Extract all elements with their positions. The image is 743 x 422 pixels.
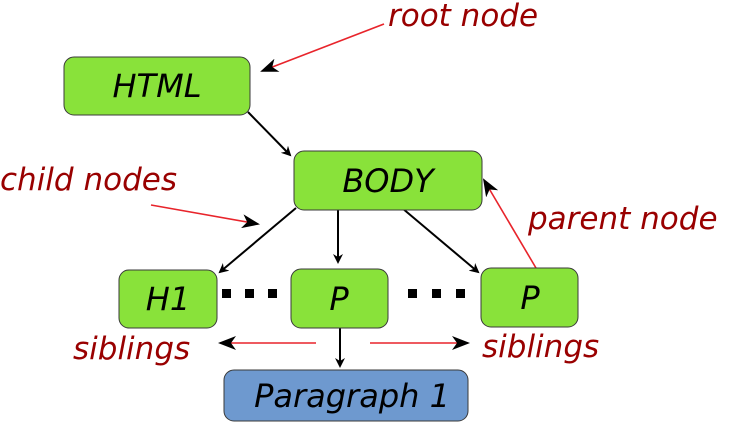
node-body: BODY (293, 150, 483, 211)
node-paragraph: Paragraph 1 (223, 369, 469, 422)
arrow-parent-node (482, 178, 537, 269)
label-child-nodes: child nodes (0, 162, 177, 198)
node-body-label: BODY (342, 162, 436, 200)
node-h1-label: H1 (146, 280, 190, 318)
sibling-dots (222, 289, 465, 298)
node-p-middle: P (290, 268, 389, 329)
dot (245, 289, 254, 298)
annotation-arrows (150, 23, 537, 350)
node-html: HTML (63, 56, 251, 116)
dot (456, 289, 465, 298)
label-root-node: root node (388, 0, 538, 34)
node-p-right-label: P (520, 279, 540, 317)
node-paragraph-label: Paragraph 1 (254, 377, 450, 415)
tree-edges (218, 111, 480, 368)
arrow-child-nodes (150, 204, 260, 229)
label-siblings-left: siblings (73, 331, 190, 367)
node-paragraph-box (223, 369, 469, 422)
edge-body-h1 (218, 207, 297, 274)
node-p-right-box (480, 267, 579, 328)
node-p-middle-label: P (329, 280, 349, 318)
node-p-middle-box (290, 268, 389, 329)
node-body-box (293, 150, 483, 211)
node-html-box (63, 56, 251, 116)
edge-body-p-right (401, 207, 480, 274)
dot (432, 289, 441, 298)
dot (408, 289, 417, 298)
node-h1-box (118, 269, 218, 329)
node-html-label: HTML (112, 67, 201, 105)
edge-html-body (247, 111, 292, 157)
dot (268, 289, 277, 298)
label-parent-node: parent node (527, 201, 718, 237)
arrow-root-node (260, 23, 385, 72)
dot (222, 289, 231, 298)
node-p-right: P (480, 267, 579, 328)
node-h1: H1 (118, 269, 218, 329)
label-siblings-right: siblings (482, 329, 599, 365)
